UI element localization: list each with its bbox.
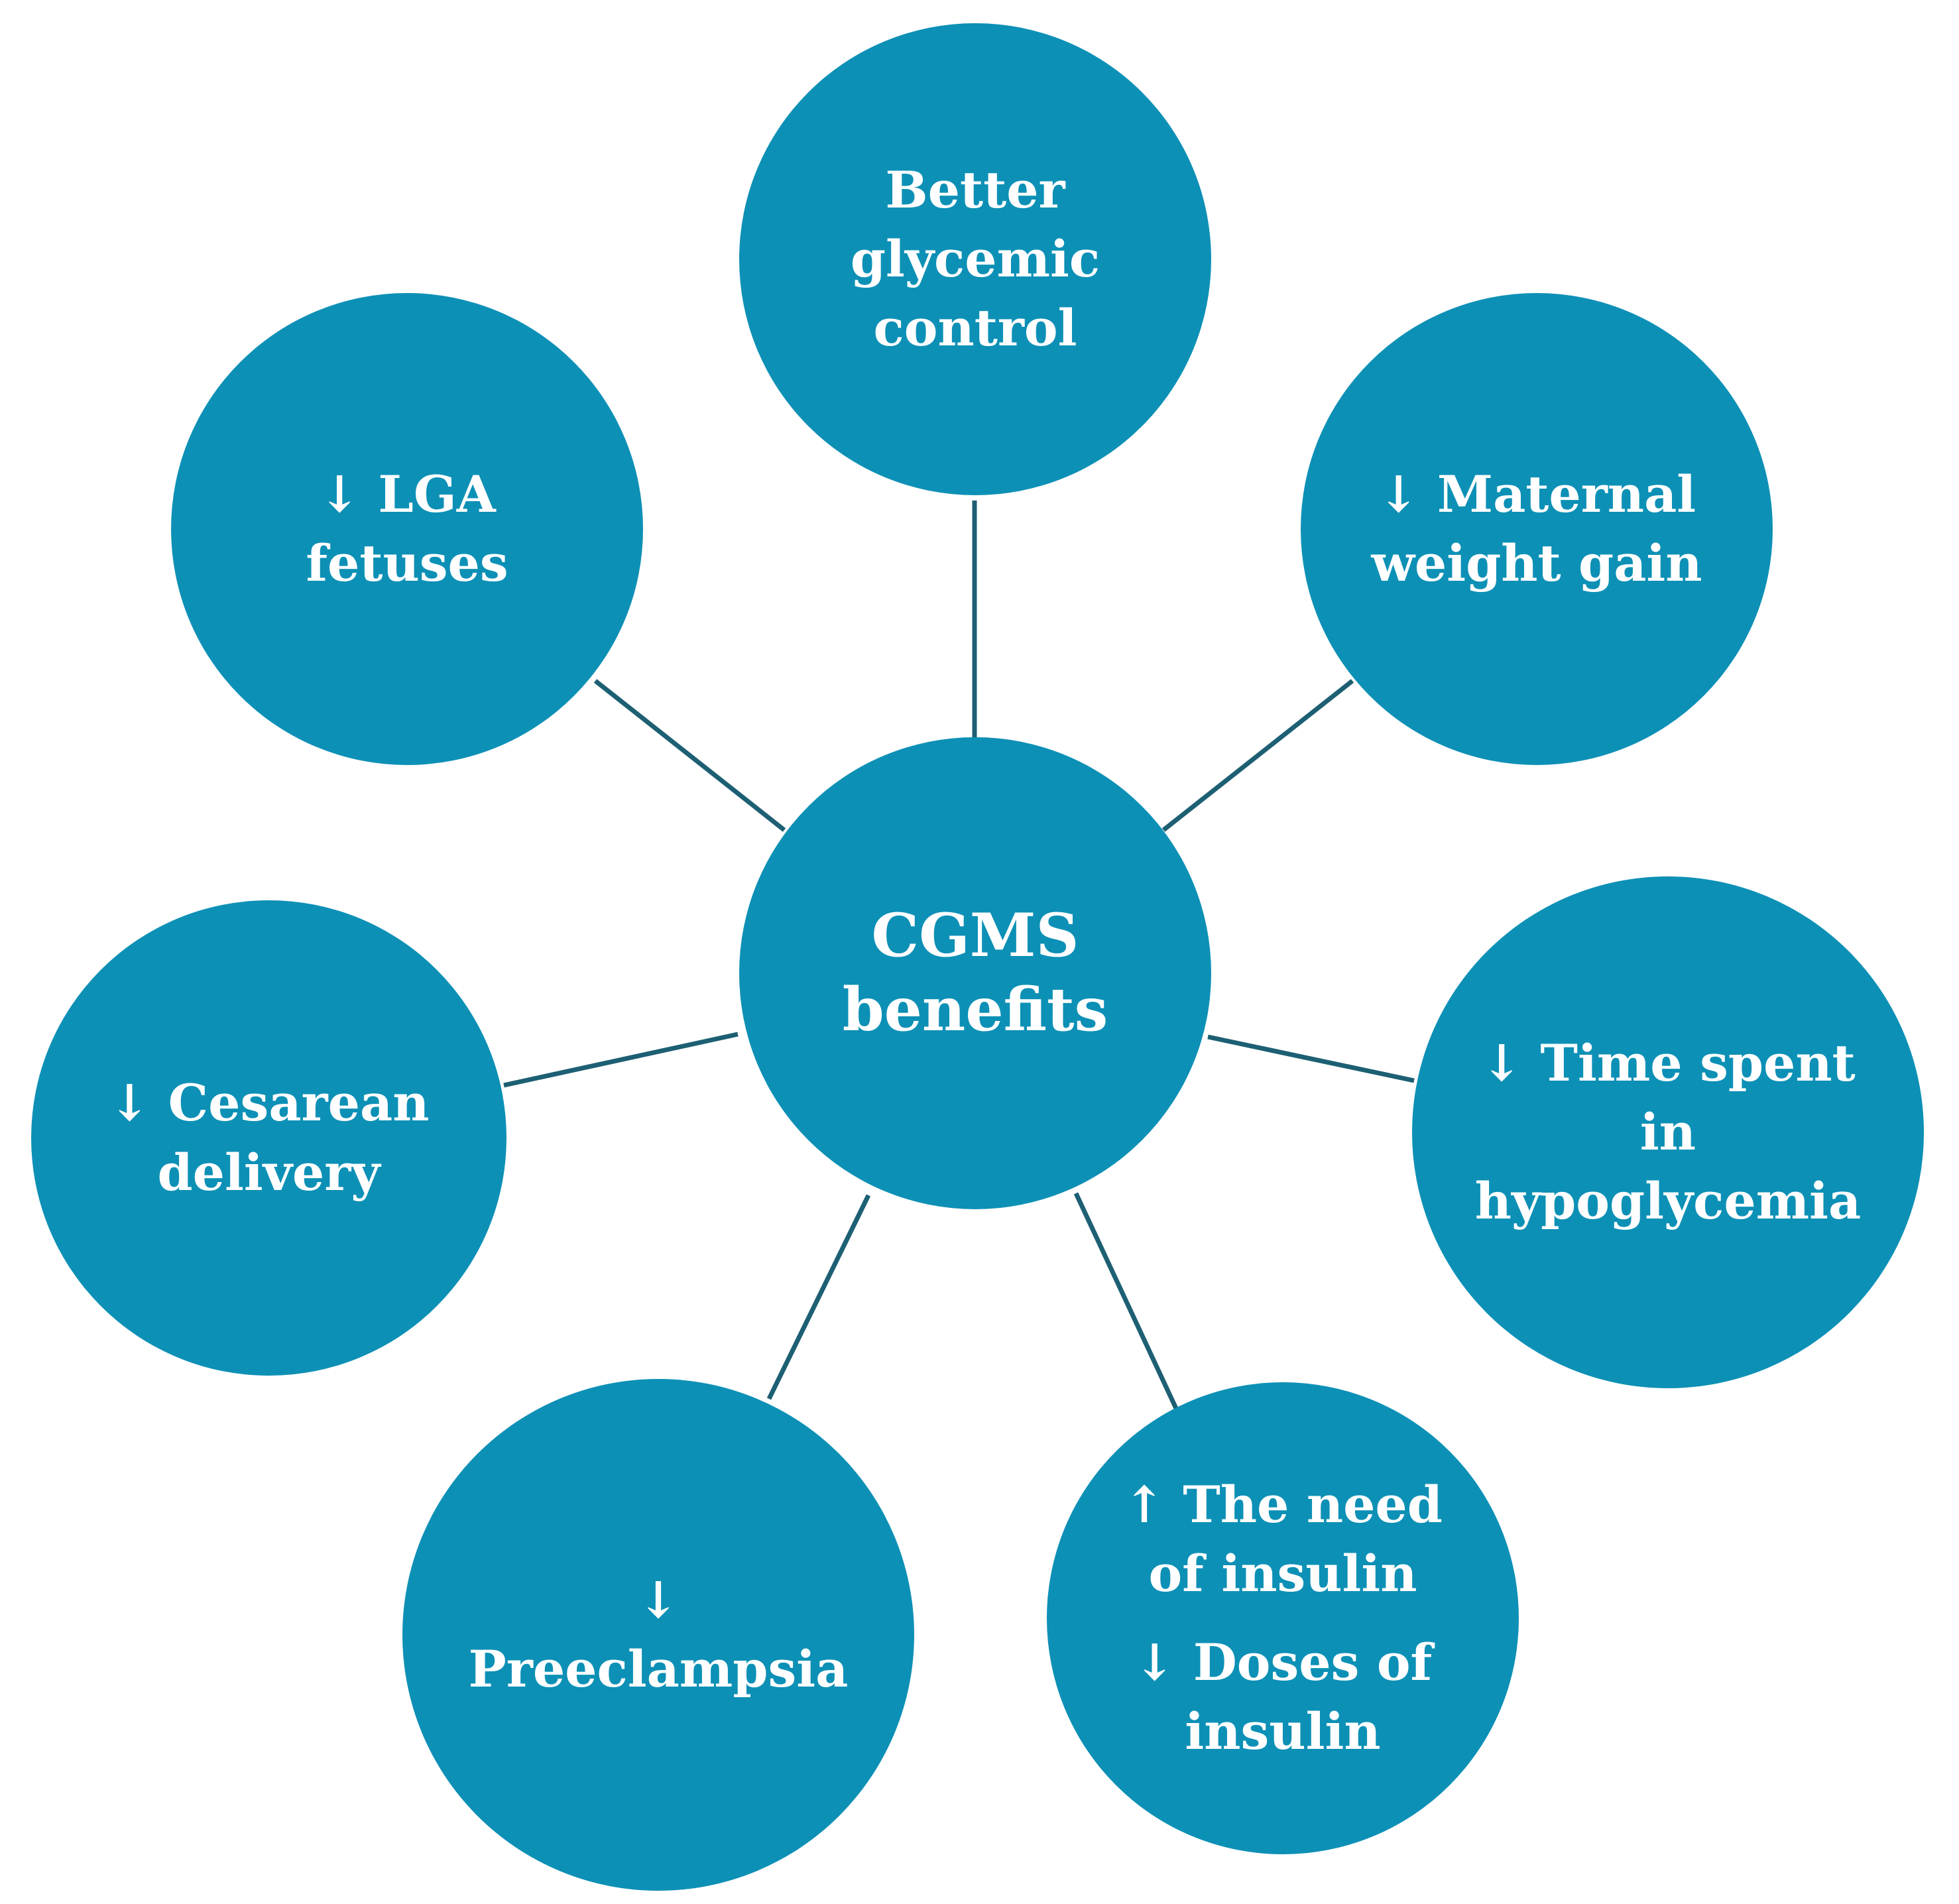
benefit-node-cesarean-delivery: ↓ Cesarean delivery: [31, 900, 506, 1376]
benefit-node-lga-fetuses: ↓ LGA fetuses: [171, 293, 643, 765]
benefit-node-preeclampsia: ↓ Preeclampsia: [402, 1379, 914, 1891]
benefit-node-hypoglycemia: ↓ Time spent in hypoglycemia: [1412, 876, 1924, 1388]
insulin-labels: ↑ The need of insulin ↓ Doses of insulin: [1123, 1470, 1443, 1766]
center-node: CGMS benefits: [739, 737, 1211, 1209]
benefit-label: Better glycemic control: [850, 160, 1100, 358]
benefit-label: ↓ Maternal weight gain: [1371, 464, 1702, 593]
benefit-label-need-of-insulin: ↑ The need of insulin: [1123, 1474, 1443, 1603]
benefit-label: ↓ LGA fetuses: [306, 464, 508, 593]
connector-lower-right: [1073, 1192, 1181, 1415]
center-label: CGMS benefits: [842, 900, 1108, 1045]
connector-left: [503, 1032, 739, 1088]
connector-right: [1207, 1034, 1415, 1083]
benefit-node-maternal-weight-gain: ↓ Maternal weight gain: [1301, 293, 1773, 765]
connector-upper-left: [593, 679, 786, 832]
connector-upper-right: [1161, 679, 1354, 832]
benefit-node-glycemic-control: Better glycemic control: [739, 23, 1211, 495]
benefit-label: ↓ Time spent in hypoglycemia: [1474, 1033, 1862, 1231]
benefit-label: ↓ Cesarean delivery: [108, 1073, 430, 1202]
benefit-label: ↓ Preeclampsia: [468, 1570, 849, 1698]
connector-lower-left: [766, 1194, 871, 1400]
benefit-node-insulin: ↑ The need of insulin ↓ Doses of insulin: [1047, 1382, 1519, 1854]
benefit-label-doses-of-insulin: ↓ Doses of insulin: [1133, 1633, 1433, 1761]
